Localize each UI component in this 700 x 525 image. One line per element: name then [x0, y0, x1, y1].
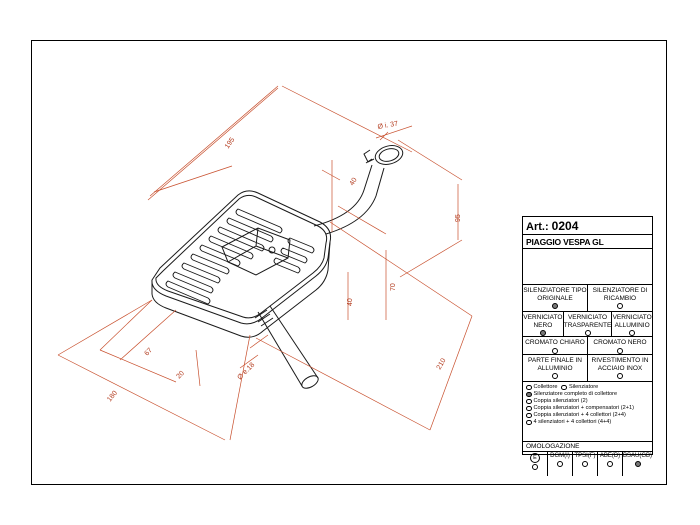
- mounting-bracket: [221, 227, 291, 276]
- selected-circle-icon: [526, 391, 532, 398]
- dimension-lines: [57, 85, 473, 441]
- legend-item-label: Silenziatore completo di collettore: [533, 391, 618, 397]
- article-label: Art.:: [526, 221, 549, 233]
- option-label: VERNICIATO TRASPARENTE: [563, 314, 612, 329]
- selected-circle-icon: [539, 330, 546, 336]
- empty-circle-icon: [526, 384, 532, 391]
- verniciato-options: VERNICIATO NERO VERNICIATO TRASPARENTE V…: [523, 312, 652, 337]
- empty-circle-icon: [607, 461, 613, 467]
- empty-circle-icon: [552, 347, 558, 354]
- empty-circle-icon: [617, 347, 623, 354]
- cromato-options: CROMATO CHIARO CROMATO NERO: [523, 337, 652, 355]
- empty-circle-icon: [584, 330, 591, 336]
- empty-circle-icon: [526, 398, 532, 405]
- tail-pipe: [254, 305, 319, 389]
- empty-circle-icon: [552, 373, 558, 379]
- dim-180: 180: [106, 390, 119, 404]
- empty-circle-icon: [526, 405, 532, 412]
- selected-circle-icon: [634, 461, 641, 467]
- option-verniciato-trasparente: VERNICIATO TRASPARENTE: [564, 312, 613, 336]
- header-pipe: [313, 145, 404, 235]
- empty-circle-icon: [526, 412, 532, 419]
- legend-silenziatore: Silenziatore: [568, 384, 599, 390]
- empty-circle-icon: [582, 461, 588, 467]
- empty-circle-icon: [561, 384, 567, 391]
- drawing-frame: [31, 40, 667, 485]
- e-mark-icon: E: [530, 453, 540, 463]
- empty-circle-icon: [617, 303, 623, 309]
- article-number: Art.: 0204: [523, 217, 652, 235]
- article-code: 0204: [551, 219, 579, 233]
- legend-item-label: Coppia silenziatori + compensatori (2+1): [533, 405, 634, 411]
- blank-area: [523, 249, 652, 285]
- omologazione-label: ABE(D): [599, 453, 621, 459]
- option-tipo-originale: SILENZIATORE TIPO ORIGINALE: [523, 285, 588, 311]
- option-label: PARTE FINALE IN ALLUMINIO: [528, 357, 582, 372]
- option-label: CROMATO CHIARO: [525, 339, 585, 346]
- omologazione-label: DGM(I): [550, 453, 570, 459]
- omologazione-tpsi: TPSI(F): [573, 452, 598, 476]
- option-label: RIVESTIMENTO IN ACCIAIO INOX: [591, 357, 649, 372]
- dim-i37: Ø i. 37: [377, 120, 399, 130]
- vehicle-model: PIAGGIO VESPA GL: [523, 235, 652, 249]
- legend-item: 4 silenziatori + 4 collettori (4+4): [526, 419, 650, 426]
- legend: Collettore Silenziatore Silenziatore com…: [523, 382, 652, 442]
- option-parte-finale: PARTE FINALE IN ALLUMINIO: [523, 355, 588, 381]
- option-label: SILENZIATORE DI RICAMBIO: [592, 287, 648, 302]
- option-verniciato-nero: VERNICIATO NERO: [523, 312, 564, 336]
- dim-e18: Ø e.18: [236, 362, 256, 382]
- omologazione-title: OMOLOGAZIONE: [526, 443, 580, 450]
- empty-circle-icon: [532, 464, 538, 470]
- omologazione-grid: E DGM(I) TPSI(F) ABE(D) BSAU(GB): [523, 451, 652, 476]
- tipo-options: SILENZIATORE TIPO ORIGINALE SILENZIATORE…: [523, 285, 652, 312]
- dim-40-top: 40: [349, 177, 359, 187]
- option-label: VERNICIATO NERO: [523, 314, 563, 329]
- option-label: VERNICIATO ALLUMINIO: [612, 314, 652, 329]
- legend-collettore: Collettore: [533, 384, 558, 390]
- option-label: SILENZIATORE TIPO ORIGINALE: [523, 287, 587, 302]
- dim-70: 70: [390, 283, 397, 291]
- legend-item-label: Coppia silenziatori (2): [533, 398, 588, 404]
- option-cromato-nero: CROMATO NERO: [588, 337, 652, 354]
- selected-circle-icon: [552, 303, 558, 309]
- option-ricambio: SILENZIATORE DI RICAMBIO: [588, 285, 652, 311]
- dim-20: 20: [175, 370, 186, 381]
- option-verniciato-alluminio: VERNICIATO ALLUMINIO: [612, 312, 652, 336]
- legend-item: Coppia silenziatori (2): [526, 398, 650, 405]
- omologazione-dgm: DGM(I): [548, 452, 573, 476]
- legend-item-label: Coppia silenziatori + 4 collettori (2+4): [533, 412, 626, 418]
- muffler-ribs: [165, 208, 315, 305]
- option-rivestimento-inox: RIVESTIMENTO IN ACCIAIO INOX: [588, 355, 652, 381]
- dim-195: 195: [224, 136, 236, 150]
- dim-95: 95: [455, 214, 462, 222]
- product-info-panel: Art.: 0204 PIAGGIO VESPA GL SILENZIATORE…: [522, 216, 653, 476]
- omologazione-section: OMOLOGAZIONE E DGM(I) TPSI(F) ABE(D) BSA…: [523, 442, 652, 476]
- legend-collettore-silenziatore: Collettore Silenziatore: [526, 384, 650, 391]
- legend-item: Coppia silenziatori + 4 collettori (2+4): [526, 412, 650, 419]
- legend-item: Silenziatore completo di collettore: [526, 391, 650, 398]
- finish-options: PARTE FINALE IN ALLUMINIO RIVESTIMENTO I…: [523, 355, 652, 382]
- omologazione-label: TPSI(F): [574, 453, 596, 459]
- muffler-body: [151, 190, 331, 338]
- omologazione-abe: ABE(D): [598, 452, 623, 476]
- empty-circle-icon: [526, 419, 532, 426]
- dim-67: 67: [143, 347, 154, 358]
- legend-item-label: 4 silenziatori + 4 collettori (4+4): [533, 419, 612, 425]
- option-cromato-chiaro: CROMATO CHIARO: [523, 337, 588, 354]
- dim-210: 210: [436, 357, 448, 371]
- omologazione-label: BSAU(GB): [623, 453, 653, 459]
- empty-circle-icon: [557, 461, 563, 467]
- empty-circle-icon: [629, 330, 636, 336]
- legend-item: Coppia silenziatori + compensatori (2+1): [526, 405, 650, 412]
- dim-40-mid: 40: [347, 298, 354, 306]
- omologazione-e: E: [523, 452, 548, 476]
- empty-circle-icon: [617, 373, 623, 379]
- omologazione-bsau: BSAU(GB): [623, 452, 652, 476]
- option-label: CROMATO NERO: [593, 339, 647, 346]
